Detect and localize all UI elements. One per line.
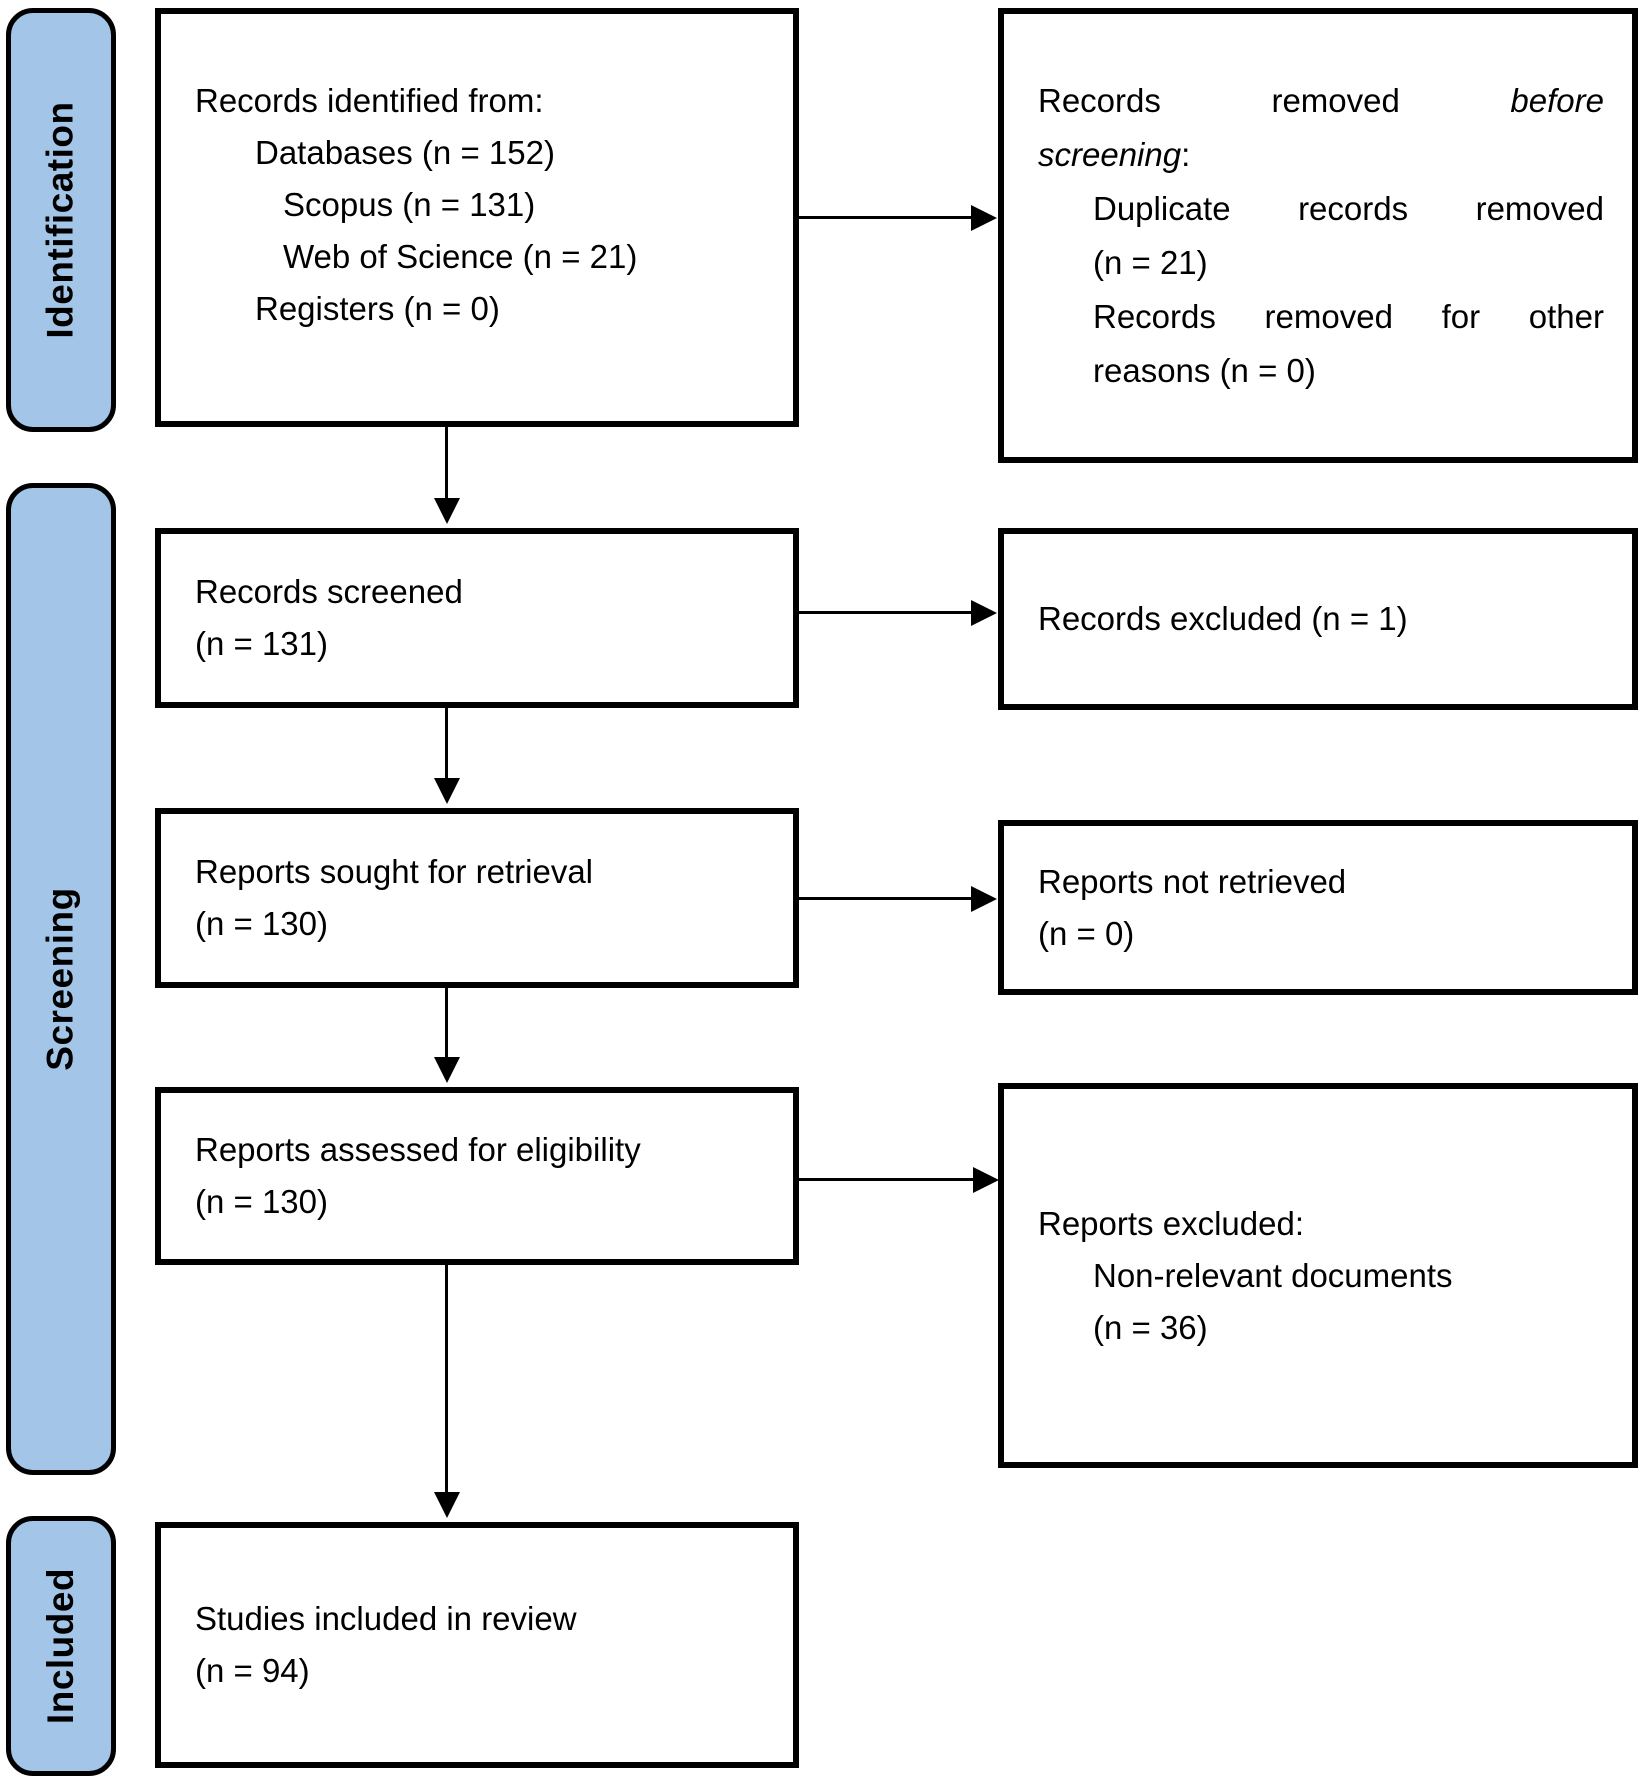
arrow-down-icon [434, 498, 460, 524]
stage-tab-identification: Identification [6, 8, 116, 432]
reports-excluded-reason: Non-relevant documents [1093, 1256, 1453, 1294]
records-identified-scopus: Scopus (n = 131) [283, 185, 536, 223]
duplicate-records-removed-count: (n = 21) [1093, 243, 1208, 281]
stage-label-screening: Screening [40, 887, 81, 1071]
box-records-identified: Records identified from: Databases (n = … [155, 8, 799, 427]
studies-included-count: (n = 94) [195, 1652, 310, 1689]
arrow-identified-to-screened-line [445, 427, 448, 500]
records-identified-databases: Databases (n = 152) [255, 133, 555, 171]
arrow-down-icon [434, 1057, 460, 1083]
arrow-assessed-to-included-line [445, 1265, 448, 1494]
records-removed-other-line: Records removed for other [1093, 297, 1604, 335]
arrow-right-icon [971, 886, 997, 912]
reports-excluded-count: (n = 36) [1093, 1308, 1208, 1346]
box-reports-excluded: Reports excluded: Non-relevant documents… [998, 1083, 1638, 1468]
reports-sought-count: (n = 130) [195, 905, 328, 942]
stage-tab-screening: Screening [6, 483, 116, 1475]
records-identified-web-of-science: Web of Science (n = 21) [283, 237, 638, 275]
reports-assessed-label: Reports assessed for eligibility [195, 1131, 641, 1168]
arrow-identified-to-removed-line [799, 216, 971, 219]
records-removed-heading-line1: Records removed before [1038, 81, 1604, 119]
stage-tab-included: Included [6, 1516, 116, 1776]
records-removed-other-count: reasons (n = 0) [1093, 351, 1316, 389]
records-excluded-label: Records excluded (n = 1) [1038, 600, 1408, 637]
box-reports-sought: Reports sought for retrieval (n = 130) [155, 808, 799, 988]
records-screened-label: Records screened [195, 573, 463, 610]
duplicate-records-removed-line: Duplicate records removed [1093, 189, 1604, 227]
box-reports-assessed: Reports assessed for eligibility (n = 13… [155, 1087, 799, 1265]
stage-label-identification: Identification [40, 101, 82, 339]
arrow-right-icon [971, 205, 997, 231]
arrow-sought-to-not-retrieved-line [799, 897, 971, 900]
reports-sought-label: Reports sought for retrieval [195, 853, 594, 890]
arrow-down-icon [434, 778, 460, 804]
box-records-screened: Records screened (n = 131) [155, 528, 799, 708]
reports-assessed-count: (n = 130) [195, 1183, 328, 1220]
arrow-down-icon [434, 1492, 460, 1518]
arrow-sought-to-assessed-line [445, 988, 448, 1059]
arrow-assessed-to-reports-excluded-line [799, 1178, 973, 1181]
records-identified-registers: Registers (n = 0) [255, 289, 500, 327]
records-screened-count: (n = 131) [195, 625, 328, 662]
reports-not-retrieved-label: Reports not retrieved [1038, 862, 1347, 900]
records-identified-heading: Records identified from: [195, 81, 544, 119]
box-records-excluded: Records excluded (n = 1) [998, 528, 1638, 710]
reports-not-retrieved-count: (n = 0) [1038, 914, 1135, 952]
arrow-screened-to-sought-line [445, 708, 448, 780]
box-reports-not-retrieved: Reports not retrieved (n = 0) [998, 820, 1638, 995]
stage-label-included: Included [40, 1567, 81, 1725]
arrow-right-icon [973, 1167, 999, 1193]
records-removed-heading-line2: screening: [1038, 135, 1191, 173]
studies-included-label: Studies included in review [195, 1600, 577, 1637]
arrow-screened-to-excluded-line [799, 611, 971, 614]
reports-excluded-label: Reports excluded: [1038, 1204, 1304, 1242]
box-studies-included: Studies included in review (n = 94) [155, 1522, 799, 1768]
arrow-right-icon [971, 600, 997, 626]
box-records-removed-before-screening: Records removed before screening: Duplic… [998, 8, 1638, 463]
